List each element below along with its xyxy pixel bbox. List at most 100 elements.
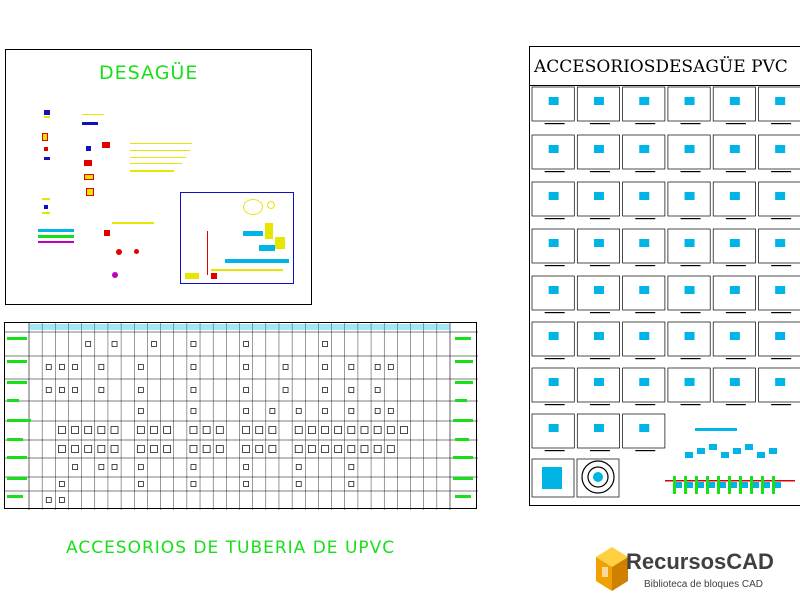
fitting-symbol [190,341,197,347]
symbol-block [44,116,50,118]
upvc-table [4,322,478,510]
fitting-icon [775,97,786,105]
title-divider [530,85,800,86]
fitting-cell [712,367,756,403]
fitting-cell [576,86,620,122]
fitting-symbol [72,464,78,470]
pipe-fitting [185,273,199,279]
fitting-icon [548,192,559,200]
fitting-cell [758,275,800,311]
logo-brand: RecursosCAD [626,549,774,574]
fitting-label [544,450,565,452]
row-label [7,360,27,363]
fitting-symbol [97,445,106,453]
row-label [7,456,27,459]
fitting-symbol [269,408,276,414]
pipe-piece [733,448,741,454]
fitting-symbol [137,408,144,414]
fitting-icon [775,192,786,200]
drain-grate-icon [587,466,609,488]
desague-title: DESAGÜE [99,62,199,84]
fitting-icon [729,378,740,386]
fitting-symbol [373,445,382,453]
fitting-cell [576,228,620,264]
fitting-label [544,358,565,360]
pipe-line [130,170,174,172]
fitting-symbol [98,387,105,393]
fitting-icon [593,97,604,105]
fitting-symbol [348,408,355,414]
fitting-cell [667,228,711,264]
fitting-label [771,358,792,360]
pipe-piece [709,444,717,450]
fitting-icon [548,286,559,294]
fitting-symbol [110,426,119,434]
symbol-block [134,249,139,254]
fitting-symbol [45,387,52,393]
pipe-fitting [265,223,273,239]
fitting-symbol [215,426,224,434]
fitting-symbol [374,408,381,414]
fitting-symbol [215,445,224,453]
fitting-symbol [282,387,289,393]
fitting-label [635,358,656,360]
pipe-piece [750,476,753,494]
fitting-icon [639,378,650,386]
pipe-piece [731,482,737,488]
fitting-label [725,218,746,220]
fitting-label [680,171,701,173]
pipe-piece [687,482,693,488]
pipe-line [130,163,182,164]
symbol-block [42,212,50,214]
upvc-table-grid [5,323,478,510]
fitting-symbol [84,445,93,453]
row-label [455,399,467,402]
fitting-icon [639,239,650,247]
fitting-label [589,265,610,267]
fitting-symbol [202,445,211,453]
fitting-cell [758,181,800,217]
fitting-label [771,123,792,125]
pipe-piece [772,476,775,494]
fitting-symbol [347,445,356,453]
fitting-symbol [387,408,394,414]
fitting-icon [729,286,740,294]
pipe-piece [684,476,687,494]
fitting-symbol [387,364,394,370]
pipe-fitting [259,245,275,251]
fitting-symbol [72,364,78,370]
fitting-cell [667,86,711,122]
fitting-symbol [190,364,197,370]
fitting-icon [639,145,650,153]
fitting-cell [622,321,666,357]
row-label [453,477,473,480]
fitting-label [544,123,565,125]
detail-inset [180,192,294,284]
fitting-symbol [137,464,144,470]
fitting-icon [639,332,650,340]
fitting-cell [758,86,800,122]
fitting-label [680,404,701,406]
fitting-cell [758,321,800,357]
fitting-symbol [268,426,277,434]
pipe-piece [709,482,715,488]
pipe-bar [38,229,74,232]
fitting-icon [684,378,695,386]
pipe-piece [695,428,737,431]
fitting-symbol [322,341,328,347]
fitting-symbol [137,387,144,393]
fitting-icon [684,332,695,340]
fitting-cell [531,367,575,403]
fitting-symbol [360,445,369,453]
fitting-symbol [255,445,264,453]
row-label [455,438,469,441]
pipe-piece [728,476,731,494]
fitting-cell [758,367,800,403]
fitting-cell [758,228,800,264]
row-label [7,477,27,480]
symbol-block [116,249,122,255]
fitting-symbol [71,426,79,434]
fitting-symbol [150,445,158,453]
fitting-symbol [136,426,145,434]
fitting-symbol [294,445,303,453]
